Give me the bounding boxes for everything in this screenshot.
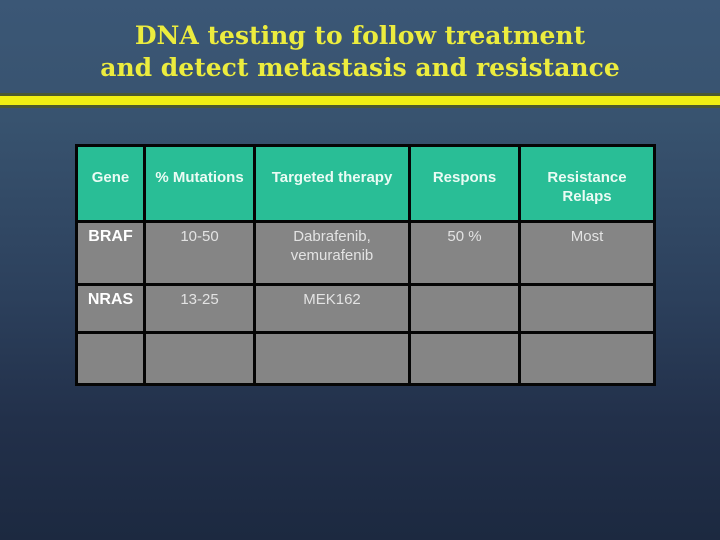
cell-braf-therapy: Dabrafenib, vemurafenib xyxy=(253,220,411,286)
cell-nras-mutations: 13-25 xyxy=(143,283,256,334)
slide-title-line2: and detect metastasis and resistance xyxy=(100,53,620,82)
cell-braf-response: 50 % xyxy=(408,220,521,286)
slide-title: DNA testing to follow treatment and dete… xyxy=(0,20,720,84)
header-resistance-relapse: Resistance Relaps xyxy=(518,144,656,223)
table-row-empty xyxy=(75,331,656,386)
cell-nras-resistance xyxy=(518,283,656,334)
cell-nras-therapy: MEK162 xyxy=(253,283,411,334)
cell-braf-mutations: 10-50 xyxy=(143,220,256,286)
cell-nras-gene: NRAS xyxy=(75,283,146,334)
yellow-divider-bar xyxy=(0,93,720,108)
table-row-braf: BRAF 10-50 Dabrafenib, vemurafenib 50 % … xyxy=(75,220,656,286)
cell-empty-resistance xyxy=(518,331,656,386)
slide-title-line1: DNA testing to follow treatment xyxy=(134,21,586,50)
header-gene: Gene xyxy=(75,144,146,223)
gene-therapy-table: Gene % Mutations Targeted therapy Respon… xyxy=(75,144,656,386)
cell-empty-response xyxy=(408,331,521,386)
cell-braf-resistance: Most xyxy=(518,220,656,286)
header-response: Respons xyxy=(408,144,521,223)
table-row-nras: NRAS 13-25 MEK162 xyxy=(75,283,656,334)
cell-nras-response xyxy=(408,283,521,334)
cell-empty-gene xyxy=(75,331,146,386)
cell-empty-therapy xyxy=(253,331,411,386)
header-mutations: % Mutations xyxy=(143,144,256,223)
header-targeted-therapy: Targeted therapy xyxy=(253,144,411,223)
cell-empty-mutations xyxy=(143,331,256,386)
cell-braf-gene: BRAF xyxy=(75,220,146,286)
table-header-row: Gene % Mutations Targeted therapy Respon… xyxy=(75,144,656,223)
